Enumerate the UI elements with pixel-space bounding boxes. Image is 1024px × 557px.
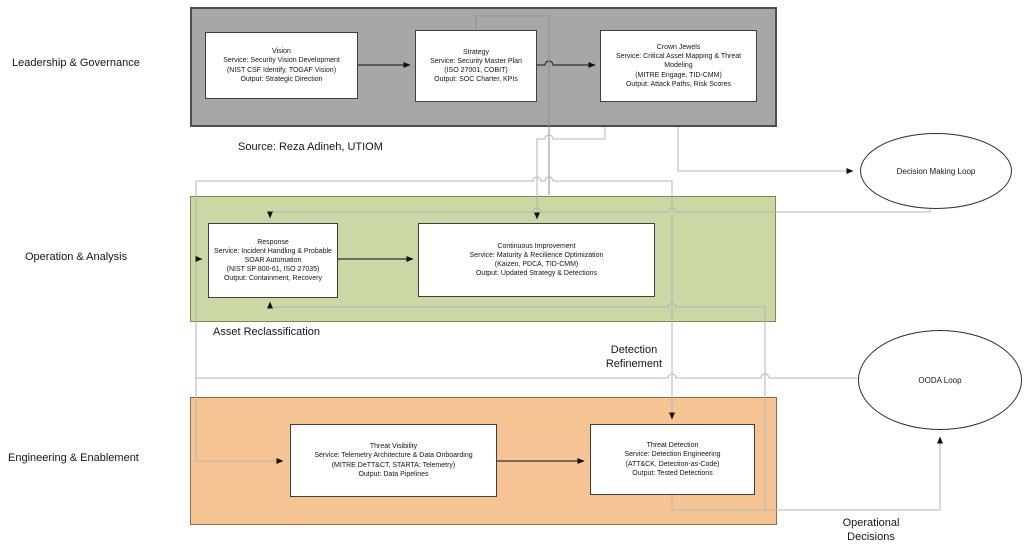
- decision-making-loop-ellipse: Decision Making Loop: [860, 133, 1012, 209]
- label-engineering-enablement: Engineering & Enablement: [8, 452, 139, 464]
- node-response-output: Output: Containment, Recovery: [223, 275, 323, 283]
- node-crown-jewels-service: Service: Critical Asset Mapping & Threat…: [615, 53, 742, 70]
- node-strategy: Strategy Service: Security Master Plan (…: [415, 30, 537, 102]
- node-continuous-improvement-service: Service: Maturity & Recilience Optimizat…: [469, 251, 604, 259]
- node-threat-detection-output: Output: Tested Detections: [632, 469, 713, 477]
- node-crown-jewels-title: Crown Jewels: [656, 44, 701, 52]
- decision-making-loop-label: Decision Making Loop: [896, 166, 976, 176]
- label-operation-analysis: Operation & Analysis: [25, 251, 128, 263]
- node-threat-visibility: Threat Visibility Service: Telemetry Arc…: [290, 424, 497, 497]
- node-continuous-improvement-frameworks: (Kaizen, PDCA, TID-CMM): [494, 261, 579, 268]
- node-response-title: Response: [257, 238, 289, 246]
- node-crown-jewels: Crown Jewels Service: Critical Asset Map…: [600, 30, 757, 102]
- node-threat-detection-frameworks: (ATT&CK, Detection-as-Code): [625, 460, 720, 468]
- node-crown-jewels-frameworks: (MITRE Engage, TID-CMM): [635, 71, 722, 79]
- node-response: Response Service: Incident Handling & Pr…: [208, 223, 338, 298]
- node-continuous-improvement: Continuous Improvement Service: Maturity…: [418, 223, 655, 297]
- node-threat-detection-title: Threat Detection: [646, 442, 699, 450]
- source-note: Source: Reza Adineh, UTIOM: [238, 141, 383, 153]
- node-threat-visibility-title: Threat Visibility: [369, 443, 418, 451]
- label-detection-refinement: Detection Refinement: [605, 344, 663, 370]
- node-threat-detection-service: Service: Detection Engineering: [624, 451, 721, 459]
- label-leadership-governance: Leadership & Governance: [12, 57, 140, 69]
- node-strategy-title: Strategy: [462, 48, 490, 56]
- node-continuous-improvement-output: Output: Updated Strategy & Detections: [475, 270, 597, 278]
- node-vision: Vision Service: Security Vision Developm…: [205, 32, 358, 99]
- label-operational-decisions: Operational Decisions: [842, 517, 900, 543]
- ooda-loop-ellipse: OODA Loop: [858, 330, 1022, 430]
- node-vision-service: Service: Security Vision Development: [223, 57, 340, 65]
- node-vision-frameworks: (NIST CSF Identify, TOGAF Vision): [226, 66, 337, 74]
- label-asset-reclassification: Asset Reclassification: [213, 326, 320, 338]
- node-response-service: Service: Incident Handling & Probable SO…: [214, 247, 332, 264]
- node-threat-visibility-output: Output: Data Pipelines: [358, 470, 429, 478]
- ooda-loop-label: OODA Loop: [918, 375, 962, 385]
- node-strategy-output: Output: SOC Charter, KPIs: [434, 76, 518, 84]
- node-threat-detection: Threat Detection Service: Detection Engi…: [590, 424, 755, 495]
- node-strategy-service: Service: Security Master Plan: [430, 57, 522, 65]
- connector-asset-reclassification-to-ooda: [196, 373, 858, 379]
- node-vision-title: Vision: [272, 48, 291, 56]
- node-threat-visibility-frameworks: (MITRE DeTT&CT, STARTA: Telemetry): [331, 461, 456, 469]
- node-continuous-improvement-title: Continuous Improvement: [497, 242, 576, 250]
- node-response-frameworks: (NIST SP 800-61, ISO 27035): [226, 266, 320, 274]
- node-strategy-frameworks: (ISO 27001, COBIT): [444, 67, 508, 74]
- node-crown-jewels-output: Output: Attack Paths, Risk Scores: [625, 80, 732, 88]
- node-vision-output: Output: Strategic Direction: [240, 75, 323, 83]
- node-threat-visibility-service: Service: Telemetry Architecture & Data O…: [314, 452, 473, 460]
- connector-crown-jewels-to-decision-loop: [677, 127, 854, 174]
